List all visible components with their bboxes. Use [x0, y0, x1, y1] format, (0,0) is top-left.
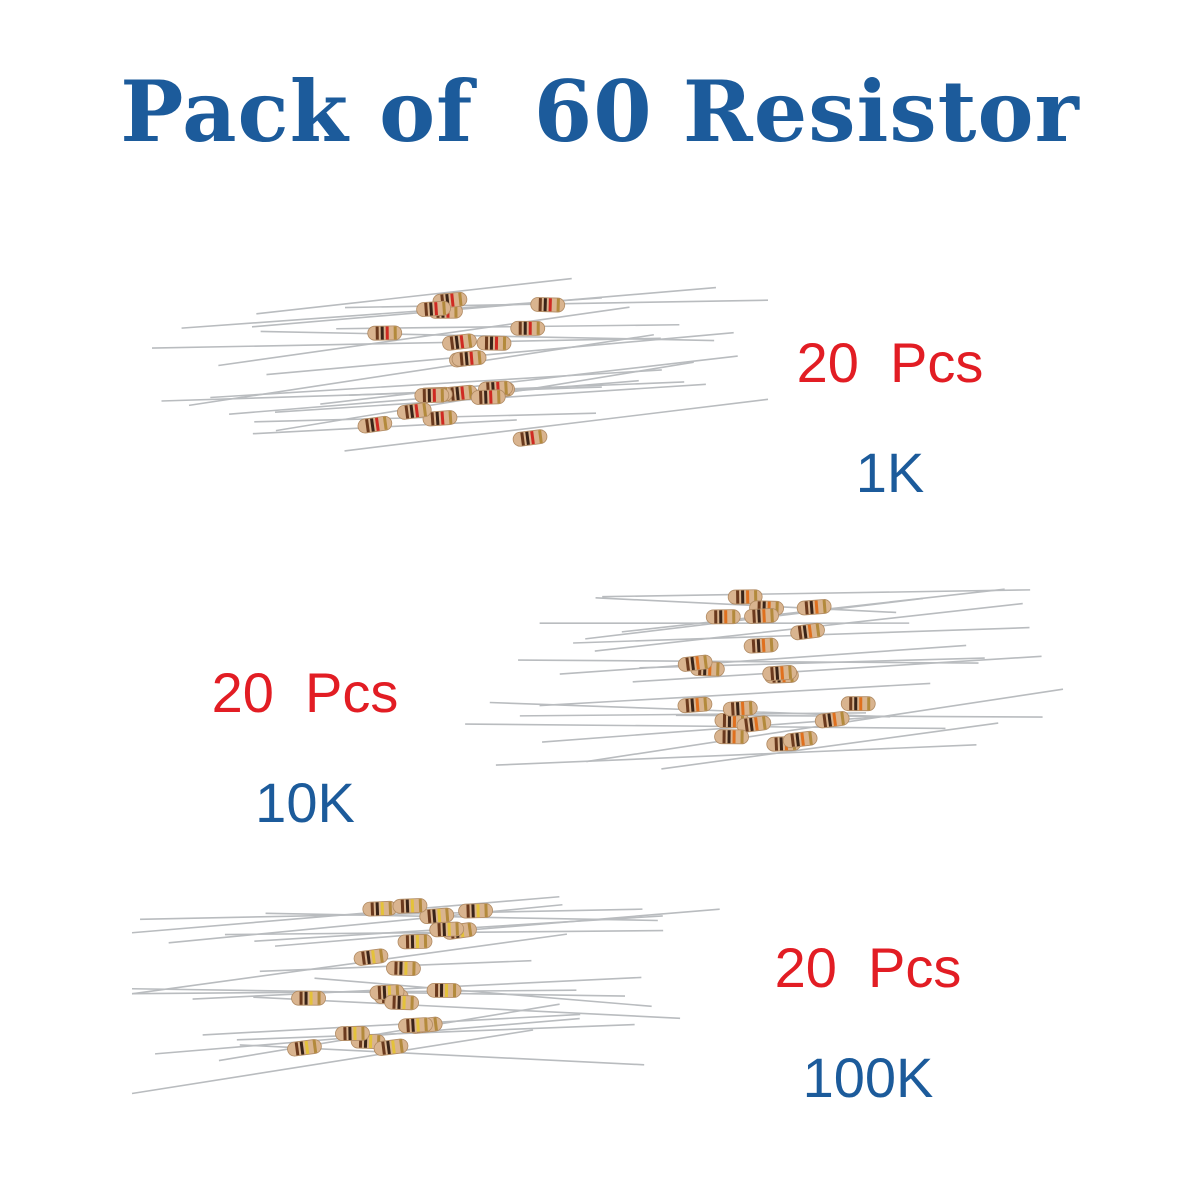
- resistor-lead: [495, 744, 977, 766]
- resistor-lead: [168, 903, 563, 944]
- resistor-body: [335, 1025, 370, 1042]
- resistor-body: [419, 907, 455, 924]
- resistor-lead: [595, 596, 897, 614]
- resistor-body: [470, 389, 506, 405]
- resistor-body: [840, 696, 876, 712]
- product-title: Pack of 60 Resistor: [120, 62, 1080, 161]
- resistor-body: [384, 994, 420, 1011]
- quantity-text: 20 Pcs: [796, 331, 984, 394]
- resistor-lead: [320, 355, 738, 405]
- resistor-body: [744, 608, 779, 624]
- quantity-text: 20 Pcs: [774, 936, 962, 999]
- resistor-body: [458, 903, 493, 919]
- resistor-bodies: [357, 291, 566, 447]
- resistor-lead: [236, 1023, 635, 1041]
- resistor-leads: [131, 895, 720, 1095]
- resistor-body: [357, 415, 393, 434]
- group-label-1k: 20 Pcs 1K: [740, 290, 1040, 528]
- resistor-body: [353, 948, 389, 966]
- resistor-body: [416, 300, 451, 317]
- resistor-body: [429, 921, 465, 938]
- resistor-lead: [602, 589, 1031, 598]
- resistance-value: 100K: [802, 1046, 934, 1109]
- resistor-body: [426, 982, 462, 998]
- resistor-lead: [632, 655, 1042, 683]
- resistance-value: 1K: [855, 441, 925, 504]
- resistor-pile-10k-image: [465, 588, 1064, 770]
- resistor-body: [476, 335, 512, 351]
- resistor-lead: [218, 306, 630, 367]
- resistor-lead: [210, 369, 662, 399]
- resistor-body: [422, 410, 458, 427]
- resistor-body: [714, 729, 749, 745]
- resistor-body: [530, 297, 566, 313]
- resistor-body: [451, 350, 487, 367]
- resistor-body: [510, 320, 546, 336]
- resistor-lead: [344, 398, 769, 452]
- resistor-body: [291, 990, 326, 1006]
- resistor-body: [512, 429, 548, 447]
- resistor-body: [392, 898, 428, 914]
- resistor-body: [814, 711, 850, 729]
- resistor-body: [414, 387, 450, 403]
- resistor-group-10k: [455, 570, 1065, 785]
- resistor-body: [677, 696, 713, 714]
- resistor-lead: [251, 286, 717, 328]
- resistor-body: [796, 599, 832, 616]
- resistor-body: [743, 637, 779, 654]
- resistor-lead: [131, 933, 568, 995]
- quantity-text: 20 Pcs: [211, 661, 399, 724]
- resistor-lead: [274, 908, 720, 947]
- resistor-lead: [192, 976, 642, 1000]
- resistor-pile-1k-image: [151, 277, 769, 452]
- resistor-body: [762, 665, 798, 682]
- resistor-body: [705, 609, 741, 625]
- resistor-body: [396, 402, 432, 420]
- resistor-body: [736, 715, 772, 733]
- resistor-group-1k: [150, 277, 770, 510]
- resistor-body: [782, 730, 818, 748]
- resistor-lead: [256, 277, 572, 315]
- resistor-body: [790, 622, 825, 641]
- resistor-bodies: [677, 589, 876, 752]
- resistor-body: [362, 900, 398, 917]
- resistor-body: [727, 589, 763, 605]
- resistor-bodies: [287, 898, 493, 1057]
- resistor-body: [398, 1017, 433, 1034]
- resistor-body: [367, 325, 403, 341]
- resistor-body: [397, 934, 433, 950]
- resistor-body: [386, 960, 421, 976]
- resistor-lead: [465, 723, 946, 730]
- resistor-body: [722, 700, 758, 717]
- resistance-value: 10K: [255, 771, 355, 834]
- resistor-lead: [519, 712, 867, 717]
- resistor-lead: [202, 1013, 581, 1036]
- resistor-body: [373, 1038, 409, 1056]
- resistor-lead: [151, 337, 661, 349]
- resistor-lead: [559, 644, 967, 675]
- resistor-lead: [131, 1029, 534, 1095]
- group-label-100k: 20 Pcs 100K: [718, 895, 1018, 1133]
- resistor-body: [287, 1039, 322, 1057]
- resistor-lead: [661, 722, 999, 770]
- resistor-lead: [539, 682, 931, 707]
- resistor-lead: [218, 1003, 560, 1062]
- resistor-group-100k: [130, 885, 750, 1125]
- resistor-body: [677, 654, 713, 672]
- resistor-pile-100k-image: [131, 895, 720, 1095]
- resistor-body: [442, 333, 477, 351]
- resistor-lead: [314, 977, 652, 1008]
- resistor-lead: [266, 331, 734, 376]
- group-label-10k: 20 Pcs 10K: [155, 620, 455, 858]
